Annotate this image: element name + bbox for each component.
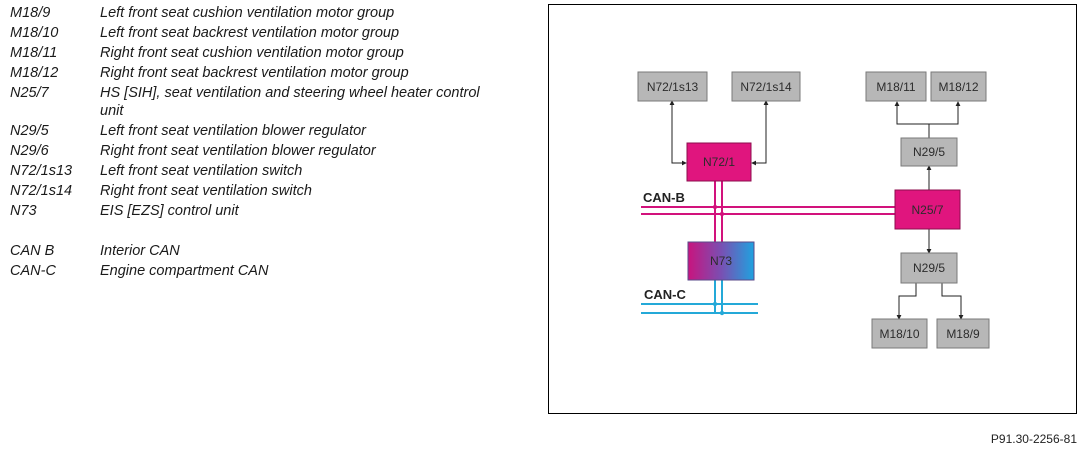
n72-n73-link <box>712 181 725 242</box>
legend-row: N73 EIS [EZS] control unit <box>10 201 530 221</box>
legend-row: M18/9 Left front seat cushion ventilatio… <box>10 3 530 23</box>
legend-desc: Left front seat cushion ventilation moto… <box>100 5 395 21</box>
legend-desc: Interior CAN <box>100 243 180 259</box>
legend-code: N29/6 <box>10 143 49 159</box>
n72-1-label: N72/1 <box>703 155 735 169</box>
legend-code: M18/12 <box>10 65 59 81</box>
m18-11-label: M18/11 <box>876 80 915 94</box>
legend-code: N25/7 <box>10 85 49 101</box>
legend-code: N72/1s14 <box>10 183 73 199</box>
legend-desc: EIS [EZS] control unit <box>100 203 239 219</box>
legend-desc: Right front seat backrest ventilation mo… <box>100 65 409 81</box>
legend-code: M18/11 <box>10 45 58 61</box>
legend-code: M18/9 <box>10 5 51 21</box>
legend: M18/9 Left front seat cushion ventilatio… <box>10 3 530 281</box>
legend-row: CAN B Interior CAN <box>10 241 530 261</box>
n29-5-bottom-label: N29/5 <box>913 261 945 275</box>
legend-desc: Engine compartment CAN <box>100 263 269 279</box>
n29-5-bottom-box: N29/5 <box>900 252 958 284</box>
m18-10-box: M18/10 <box>871 318 928 349</box>
legend-code: N73 <box>10 203 37 219</box>
legend-code: CAN B <box>10 243 55 259</box>
legend-code: N29/5 <box>10 123 49 139</box>
legend-code: N72/1s13 <box>10 163 73 179</box>
legend-row: N29/5 Left front seat ventilation blower… <box>10 121 530 141</box>
diagram-frame <box>548 4 1077 414</box>
m18-10-label: M18/10 <box>879 327 919 341</box>
n73-can-c-link <box>712 280 725 316</box>
m18-12-box: M18/12 <box>930 71 987 102</box>
n73-label: N73 <box>710 254 732 268</box>
n72-1s14-label: N72/1s14 <box>740 80 792 94</box>
can-b-label: CAN-B <box>643 190 685 205</box>
legend-desc: HS [SIH], seat ventilation and steering … <box>100 85 480 119</box>
legend-row: M18/11 Right front seat cushion ventilat… <box>10 43 530 63</box>
legend-desc: Left front seat ventilation blower regul… <box>100 123 366 139</box>
legend-desc: Right front seat ventilation blower regu… <box>100 143 376 159</box>
legend-desc: Right front seat ventilation switch <box>100 183 312 199</box>
figure-reference: P91.30-2256-81 <box>990 432 1077 446</box>
n29-5-top-label: N29/5 <box>913 145 945 159</box>
legend-code: M18/10 <box>10 25 59 41</box>
legend-row: M18/10 Left front seat backrest ventilat… <box>10 23 530 43</box>
can-c-label: CAN-C <box>644 287 686 302</box>
n72-1s13-label: N72/1s13 <box>647 80 699 94</box>
switch-connectors <box>669 100 769 166</box>
n29-5-top-box: N29/5 <box>900 137 958 167</box>
n72-1s13-box: N72/1s13 <box>637 71 708 102</box>
lower-motor-connectors <box>896 229 964 320</box>
can-c-bus <box>641 303 758 314</box>
legend-desc: Left front seat backrest ventilation mot… <box>100 25 400 41</box>
m18-12-label: M18/12 <box>938 80 978 94</box>
n25-7-box: N25/7 <box>894 189 961 230</box>
n72-1s14-box: N72/1s14 <box>731 71 801 102</box>
m18-9-label: M18/9 <box>946 327 980 341</box>
m18-9-box: M18/9 <box>936 318 990 349</box>
legend-row: CAN-C Engine compartment CAN <box>10 261 530 281</box>
legend-desc: Left front seat ventilation switch <box>100 163 303 179</box>
n72-1-box: N72/1 <box>686 142 752 182</box>
n73-box: N73 <box>687 241 755 281</box>
legend-row: N29/6 Right front seat ventilation blowe… <box>10 141 530 161</box>
legend-row: N72/1s13 Left front seat ventilation swi… <box>10 161 530 181</box>
n25-7-label: N25/7 <box>911 203 943 217</box>
can-b-bus <box>641 206 895 215</box>
upper-motor-connectors <box>894 101 961 190</box>
legend-row: N72/1s14 Right front seat ventilation sw… <box>10 181 530 201</box>
m18-11-box: M18/11 <box>865 71 927 102</box>
legend-code: CAN-C <box>10 263 56 279</box>
legend-desc: Right front seat cushion ventilation mot… <box>100 45 404 61</box>
legend-row: N25/7 HS [SIH], seat ventilation and ste… <box>10 83 530 121</box>
legend-row: M18/12 Right front seat backrest ventila… <box>10 63 530 83</box>
